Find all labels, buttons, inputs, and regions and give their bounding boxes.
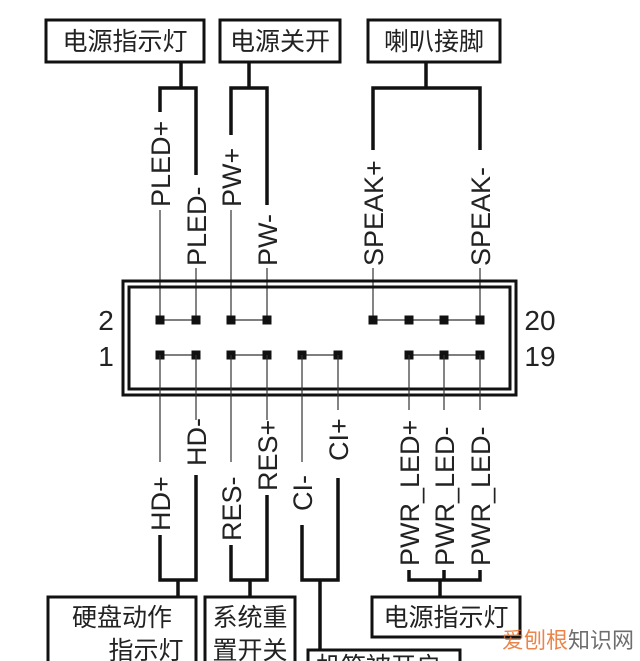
box-label: 系统重 (212, 603, 287, 632)
box-label: 硬盘动作 (72, 603, 172, 632)
pin (226, 315, 236, 325)
label-pwr-led-plus: PWR_LED+ (395, 420, 425, 566)
box-label: 电源指示灯 (383, 603, 508, 632)
label-speak-minus: SPEAK- (466, 167, 496, 266)
bottom-box-hdd-led: 硬盘动作 指示灯 (46, 595, 198, 661)
watermark-part1: 爱刨根 (502, 629, 568, 654)
connector-header: 2 1 20 19 (98, 279, 556, 397)
label-pled-minus: PLED- (182, 186, 212, 266)
watermark: 爱刨根 知识网 (502, 629, 634, 654)
pin (262, 315, 272, 325)
label-pw-plus: PW+ (217, 148, 247, 207)
pin (439, 315, 449, 325)
pin (191, 315, 201, 325)
pin-number-20: 20 (524, 305, 555, 336)
pin (368, 315, 378, 325)
box-label: 电源关开 (230, 27, 330, 56)
pin-number-1: 1 (98, 341, 114, 372)
label-ci-plus: CI+ (324, 418, 354, 461)
label-ci-minus: CI- (288, 475, 318, 511)
top-wires (158, 62, 482, 320)
pins (155, 315, 485, 360)
pin-number-2: 2 (98, 305, 114, 336)
pin (155, 315, 165, 325)
label-hd-plus: HD+ (146, 476, 176, 531)
top-box-power-switch: 电源关开 (218, 18, 342, 64)
box-label: 机箱被开启 (316, 652, 441, 661)
top-box-speaker: 喇叭接脚 (366, 18, 502, 64)
label-pled-plus: PLED+ (146, 121, 176, 207)
label-pw-minus: PW- (253, 214, 283, 266)
top-pin-labels: PLED+ PLED- PW+ PW- SPEAK+ SPEAK- (146, 121, 496, 266)
bottom-box-power-led: 电源指示灯 (370, 595, 522, 639)
label-pwr-led-minus: PWR_LED- (466, 426, 496, 566)
pin (475, 315, 485, 325)
watermark-part2: 知识网 (568, 629, 634, 654)
bottom-pin-labels: HD+ HD- RES- RES+ CI- CI+ PWR_LED+ PWR_L… (146, 418, 496, 566)
label-hd-minus: HD- (182, 418, 212, 466)
box-label: 电源指示灯 (62, 27, 187, 56)
bottom-wires (158, 355, 482, 650)
bottom-box-chassis-intrusion: 机箱被开启 (306, 648, 462, 661)
box-label: 置开关 (212, 636, 287, 661)
pin-number-19: 19 (524, 341, 555, 372)
pin (404, 315, 414, 325)
top-box-power-led: 电源指示灯 (44, 18, 206, 64)
box-label: 指示灯 (108, 636, 183, 661)
label-res-plus: RES+ (253, 420, 283, 491)
bottom-box-reset-switch: 系统重 置开关 (203, 595, 297, 661)
label-pwr-led-minus: PWR_LED- (430, 426, 460, 566)
label-speak-plus: SPEAK+ (359, 160, 389, 266)
box-label: 喇叭接脚 (384, 27, 484, 56)
label-res-minus: RES- (217, 476, 247, 541)
